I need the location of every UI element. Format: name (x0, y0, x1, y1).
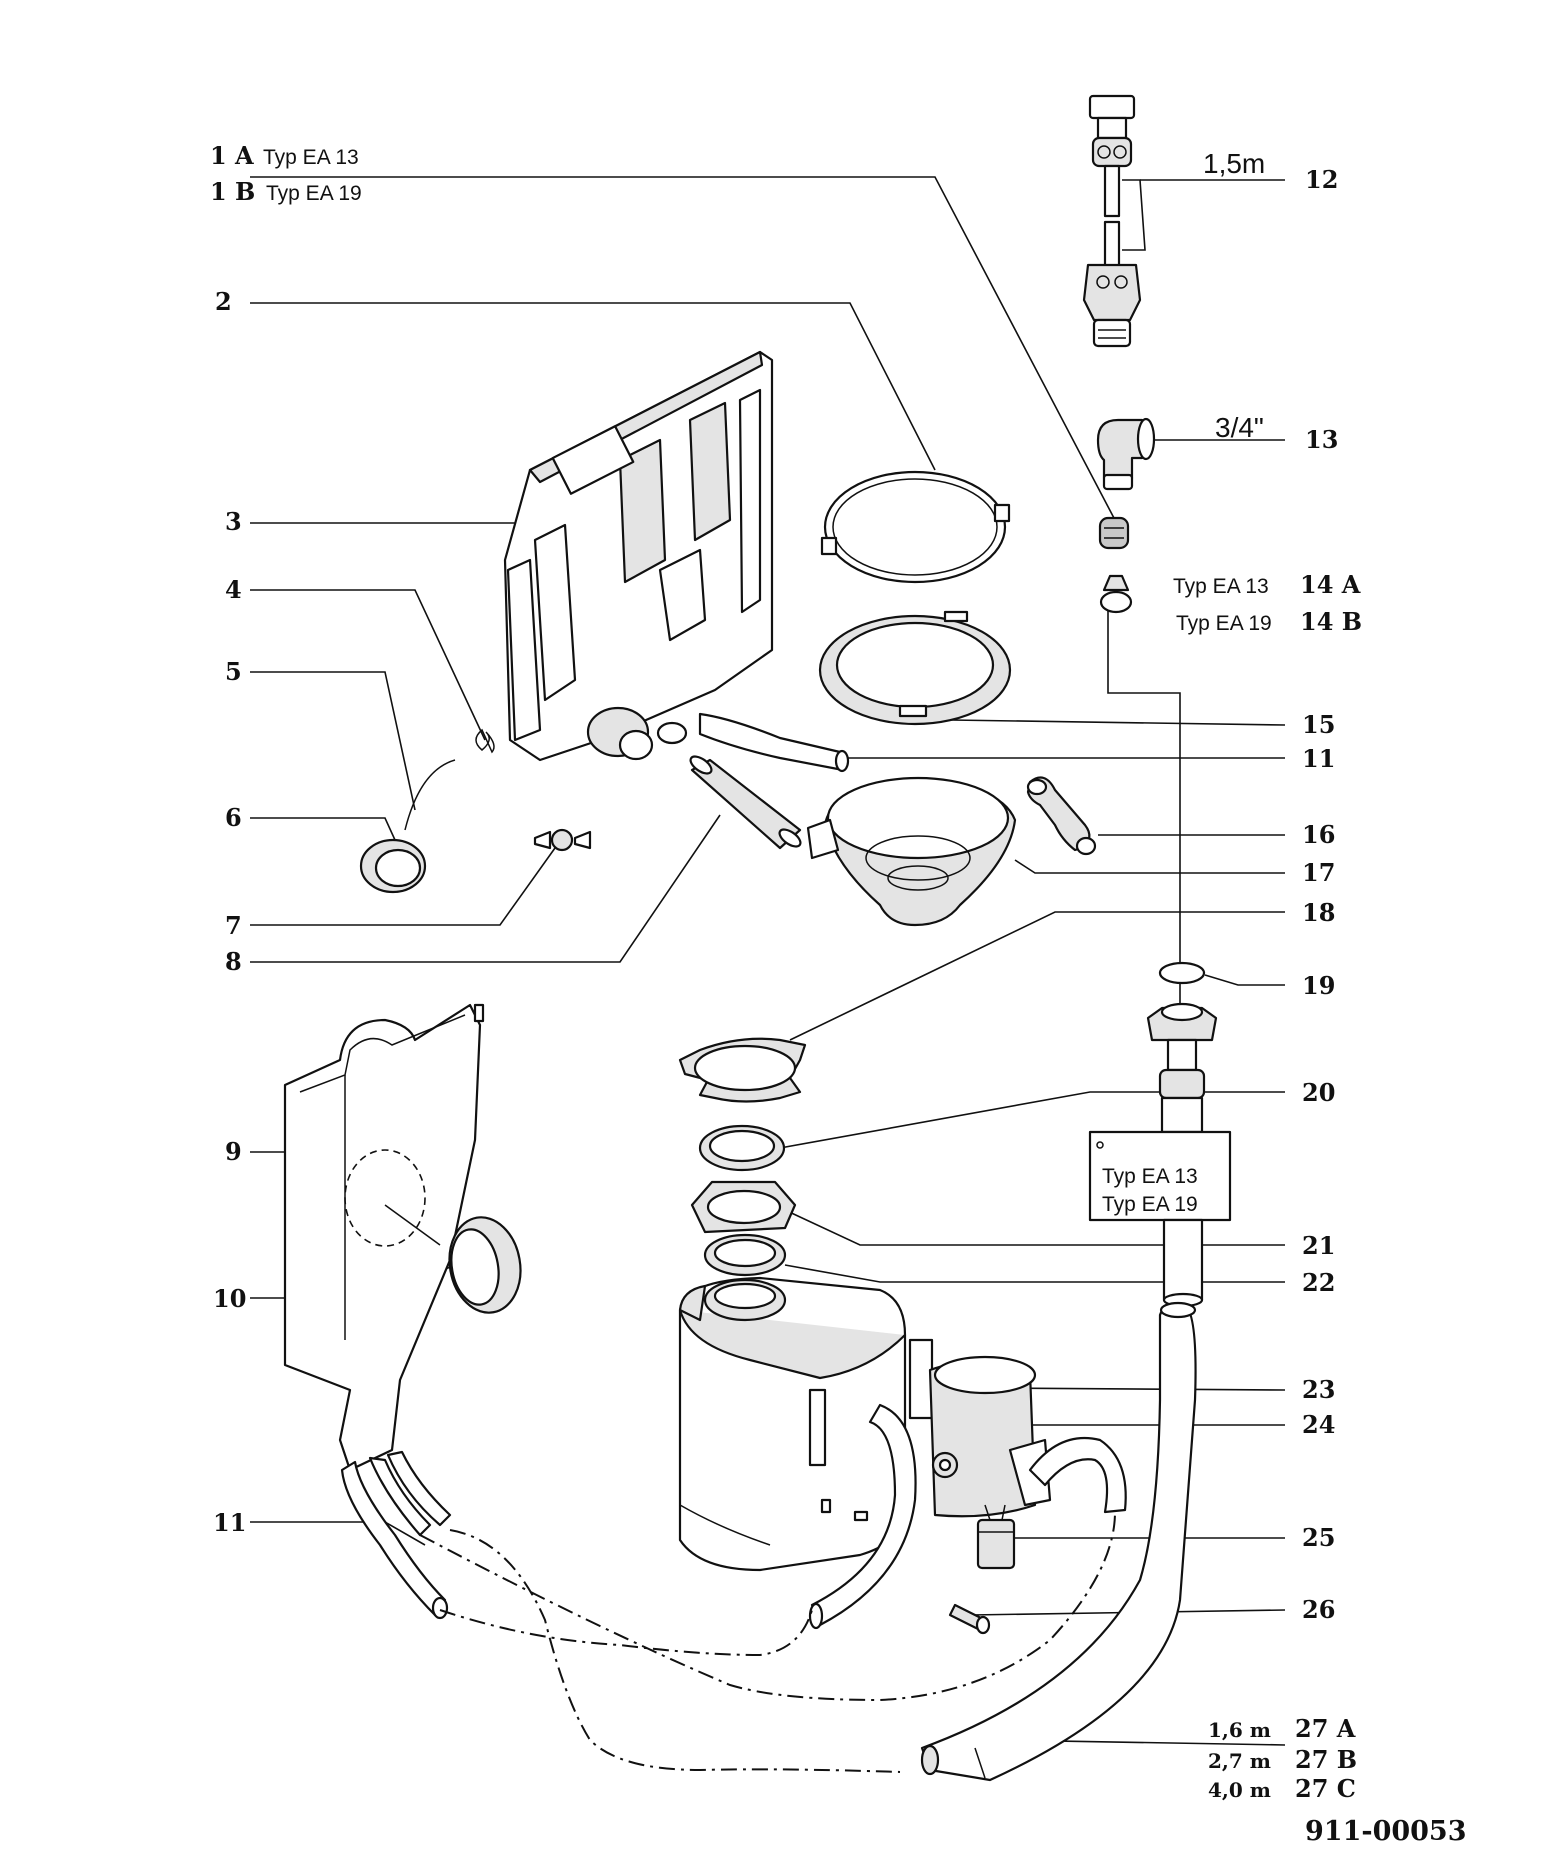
label-2: 2 (215, 287, 232, 316)
part-16-bent-hose (1026, 776, 1097, 856)
label-14a-number: 14 A (1300, 570, 1361, 599)
part-23-pump-housing (678, 1276, 1052, 1572)
part-22-seal (703, 1233, 787, 1277)
label-13-size: 3/4" (1215, 412, 1264, 443)
label-9: 9 (225, 1137, 242, 1166)
label-12: 12 (1305, 165, 1338, 194)
part-14-flow-restrictor (1099, 574, 1133, 614)
label-22: 22 (1302, 1268, 1335, 1297)
part-19-o-ring (1158, 961, 1206, 985)
label-1a-number: 1 A (210, 141, 254, 170)
label-1b-type: Typ EA 19 (266, 182, 362, 205)
part-1-strainer (1098, 516, 1130, 550)
part-8-hose-piece (689, 755, 802, 850)
label-27b-length: 2,7 m (1208, 1749, 1271, 1773)
label-19: 19 (1302, 971, 1335, 1000)
label-3: 3 (225, 507, 242, 536)
part-5-retaining-cord (404, 759, 456, 831)
label-4: 4 (225, 575, 242, 604)
part-18-spider-ring (678, 1037, 807, 1103)
label-27a-length: 1,6 m (1208, 1718, 1271, 1742)
label-1b-number: 1 B (210, 177, 255, 206)
part-labels: 1 A Typ EA 13 1 B Typ EA 19 2 3 4 5 6 7 … (210, 141, 1467, 1847)
label-1a-type: Typ EA 13 (263, 146, 359, 169)
hose-routing-lines (419, 1511, 1116, 1773)
part-26-pin (948, 1603, 991, 1635)
part-27-drain-hose (920, 1301, 1197, 1782)
part-25-connector-block (976, 1504, 1016, 1570)
label-14a-type: Typ EA 13 (1173, 575, 1269, 598)
part-10-seal-ring (448, 1216, 522, 1314)
pump-hoses (808, 1403, 1127, 1630)
label-27c-number: 27 C (1295, 1774, 1356, 1803)
label-24: 24 (1302, 1410, 1335, 1439)
label-16: 16 (1302, 820, 1335, 849)
drawing-number: 911-00053 (1305, 1816, 1467, 1847)
label-14b-type: Typ EA 19 (1176, 612, 1272, 635)
part-6-cap (359, 838, 427, 894)
part-21-nut (690, 1180, 797, 1234)
part-12-inlet-hose (1082, 94, 1142, 348)
part-15-bayonet-ring (818, 610, 1012, 726)
label-23: 23 (1302, 1375, 1335, 1404)
label-11-right: 11 (1302, 744, 1335, 773)
label-21: 21 (1302, 1231, 1335, 1260)
label-26: 26 (1302, 1595, 1335, 1624)
label-7: 7 (225, 911, 242, 940)
label-13: 13 (1305, 425, 1338, 454)
part-3-dispenser-assembly (503, 350, 850, 773)
part-7-wing-screw (533, 828, 592, 852)
leader-lines (250, 176, 1286, 1746)
label-12-length: 1,5m (1203, 148, 1265, 179)
label-14b-number: 14 B (1300, 607, 1362, 636)
part-9-side-panel (283, 1003, 485, 1472)
label-10: 10 (213, 1284, 246, 1313)
box-label-type-ea13: Typ EA 13 (1102, 1165, 1198, 1188)
label-11-left: 11 (213, 1508, 246, 1537)
label-27b-number: 27 B (1295, 1745, 1357, 1774)
part-13-elbow-fitting (1096, 417, 1156, 491)
label-8: 8 (225, 947, 242, 976)
label-5: 5 (225, 657, 242, 686)
label-17: 17 (1302, 858, 1335, 887)
part-2-clamp-ring (820, 470, 1011, 584)
label-6: 6 (225, 803, 242, 832)
box-label-type-ea19: Typ EA 19 (1102, 1193, 1198, 1216)
label-27a-number: 27 A (1295, 1714, 1356, 1743)
label-25: 25 (1302, 1523, 1335, 1552)
label-20: 20 (1302, 1078, 1335, 1107)
part-20-gasket (698, 1124, 786, 1172)
label-15: 15 (1302, 710, 1335, 739)
label-27c-length: 4,0 m (1208, 1778, 1271, 1802)
label-18: 18 (1302, 898, 1335, 927)
part-17-funnel (806, 776, 1017, 927)
dosing-tube-assembly (1088, 1002, 1232, 1308)
part-4-clip (475, 728, 495, 754)
part-11-hoses-left (340, 1450, 452, 1620)
